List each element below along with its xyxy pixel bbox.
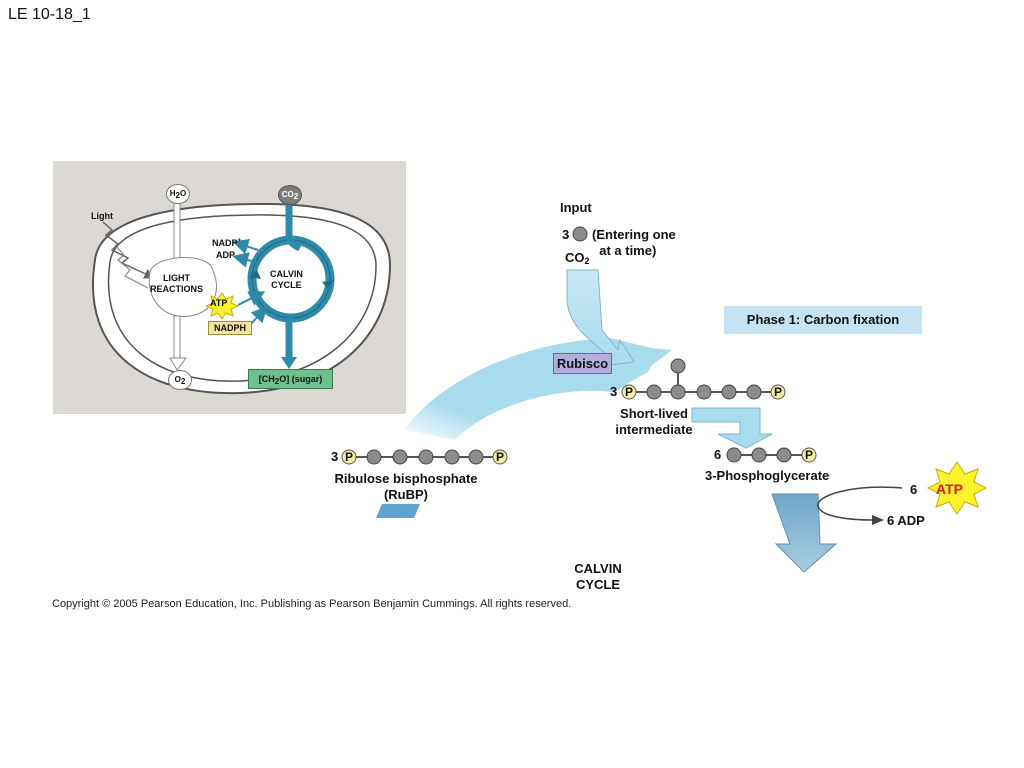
3pg-label: 3-Phosphoglycerate: [705, 468, 830, 483]
sugar-box: [CH2O] (sugar): [248, 369, 333, 389]
rubp-count: 3: [331, 449, 339, 464]
copyright-notice: Copyright © 2005 Pearson Education, Inc.…: [52, 598, 572, 610]
co2-count: 3: [562, 227, 570, 242]
rubp-label: Ribulose bisphosphate (RuBP): [334, 471, 478, 502]
intermediate-molecule: [621, 358, 786, 400]
co2-inflow-arrow: [285, 204, 302, 252]
rubp-phosphate-left: P: [345, 450, 354, 464]
phase-1-label: Phase 1: Carbon fixation: [724, 306, 922, 334]
intermediate-label: Short-lived intermediate: [615, 406, 693, 437]
atp-to-adp-arrow: [817, 486, 903, 521]
co2-note: (Entering one at a time): [592, 227, 676, 258]
intermediate-phosphate-right: P: [774, 385, 783, 399]
intermediate-to-3pg-arrow: [691, 407, 773, 449]
atp-count: 6: [910, 482, 918, 497]
rubp-phosphate-right: P: [496, 450, 505, 464]
co2-input-arrow: [566, 269, 635, 367]
3pg-molecule: [726, 447, 817, 463]
light-label: Light: [91, 211, 113, 221]
3pg-phosphate: P: [805, 448, 814, 462]
rubp-inflow-bar: [376, 504, 420, 518]
light-zigzag: [102, 221, 155, 279]
input-label: Input: [560, 200, 592, 215]
co2-bubble-inset: CO2: [278, 185, 302, 205]
h2o-bubble: H2O: [166, 184, 190, 204]
intermediate-phosphate-left: P: [625, 385, 634, 399]
rubp-molecule: [341, 449, 508, 465]
calvin-cycle-label: CALVIN CYCLE: [574, 561, 622, 592]
atp-label: ATP: [936, 481, 963, 497]
o2-bubble: O2: [168, 370, 192, 390]
co2-label: CO2: [565, 250, 590, 266]
downward-flow-arrow: [771, 493, 838, 573]
inset-atp-star: [204, 292, 240, 320]
adp-label-inset: ADP: [216, 250, 236, 260]
rubisco-label: Rubisco: [553, 353, 612, 374]
co2-ball: [572, 226, 588, 242]
atp-star: [926, 461, 988, 515]
light-reactions-label: LIGHT REACTIONS: [150, 273, 204, 294]
atp-label-inset: ATP: [210, 298, 228, 308]
nadph-box: NADPH: [208, 321, 252, 335]
slide-title: LE 10-18_1: [8, 6, 91, 23]
nadp-label: NADP+: [212, 238, 242, 248]
calvin-cycle-label-inset: CALVIN CYCLE: [270, 269, 303, 290]
3pg-count: 6: [714, 447, 722, 462]
chloroplast-inner-membrane: [107, 214, 377, 382]
adp-label: 6 ADP: [887, 513, 925, 528]
intermediate-count: 3: [610, 384, 618, 399]
